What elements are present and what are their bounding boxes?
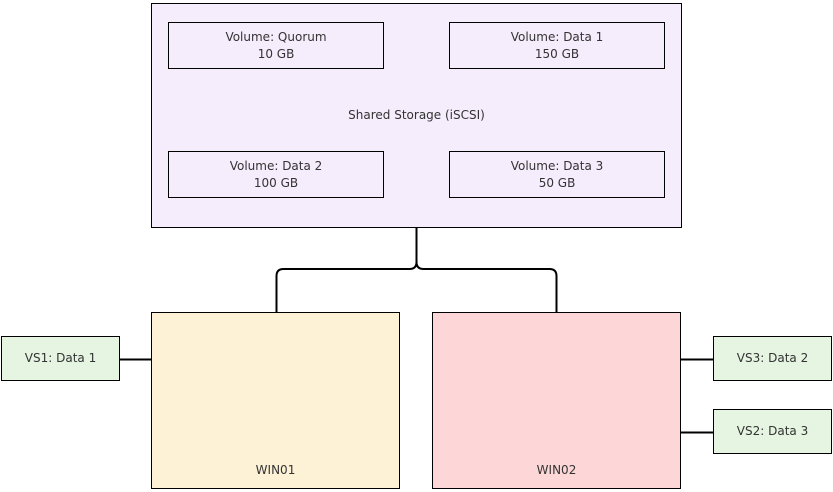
server-name: WIN02 — [536, 463, 577, 477]
shared-storage-node: Volume: Quorum 10 GB Volume: Data 1 150 … — [151, 3, 682, 228]
virtual-server-label: VS1: Data 1 — [24, 351, 97, 365]
server-win01: WIN01 — [151, 312, 400, 489]
volume-name: Volume: Data 2 — [229, 158, 323, 173]
volume-size: 10 GB — [257, 46, 295, 61]
volume-name: Volume: Quorum — [225, 29, 327, 44]
shared-storage-title: Shared Storage (iSCSI) — [348, 108, 485, 122]
volume-name: Volume: Data 3 — [510, 158, 604, 173]
server-win02: WIN02 — [432, 312, 681, 489]
volume-name: Volume: Data 1 — [510, 29, 604, 44]
virtual-server-label: VS2: Data 3 — [736, 424, 809, 438]
server-name: WIN01 — [255, 463, 296, 477]
volume-size: 100 GB — [253, 175, 299, 190]
virtual-server-vs1: VS1: Data 1 — [1, 336, 120, 381]
virtual-server-label: VS3: Data 2 — [736, 351, 809, 365]
virtual-server-vs3: VS3: Data 2 — [713, 336, 832, 381]
storage-to-servers-connector — [275, 228, 558, 312]
volume-size: 50 GB — [538, 175, 576, 190]
volume-data-2: Volume: Data 2 100 GB — [168, 151, 384, 198]
volume-data-3: Volume: Data 3 50 GB — [449, 151, 665, 198]
virtual-server-vs2: VS2: Data 3 — [713, 409, 832, 454]
volume-quorum: Volume: Quorum 10 GB — [168, 22, 384, 69]
volume-data-1: Volume: Data 1 150 GB — [449, 22, 665, 69]
volume-size: 150 GB — [534, 46, 580, 61]
